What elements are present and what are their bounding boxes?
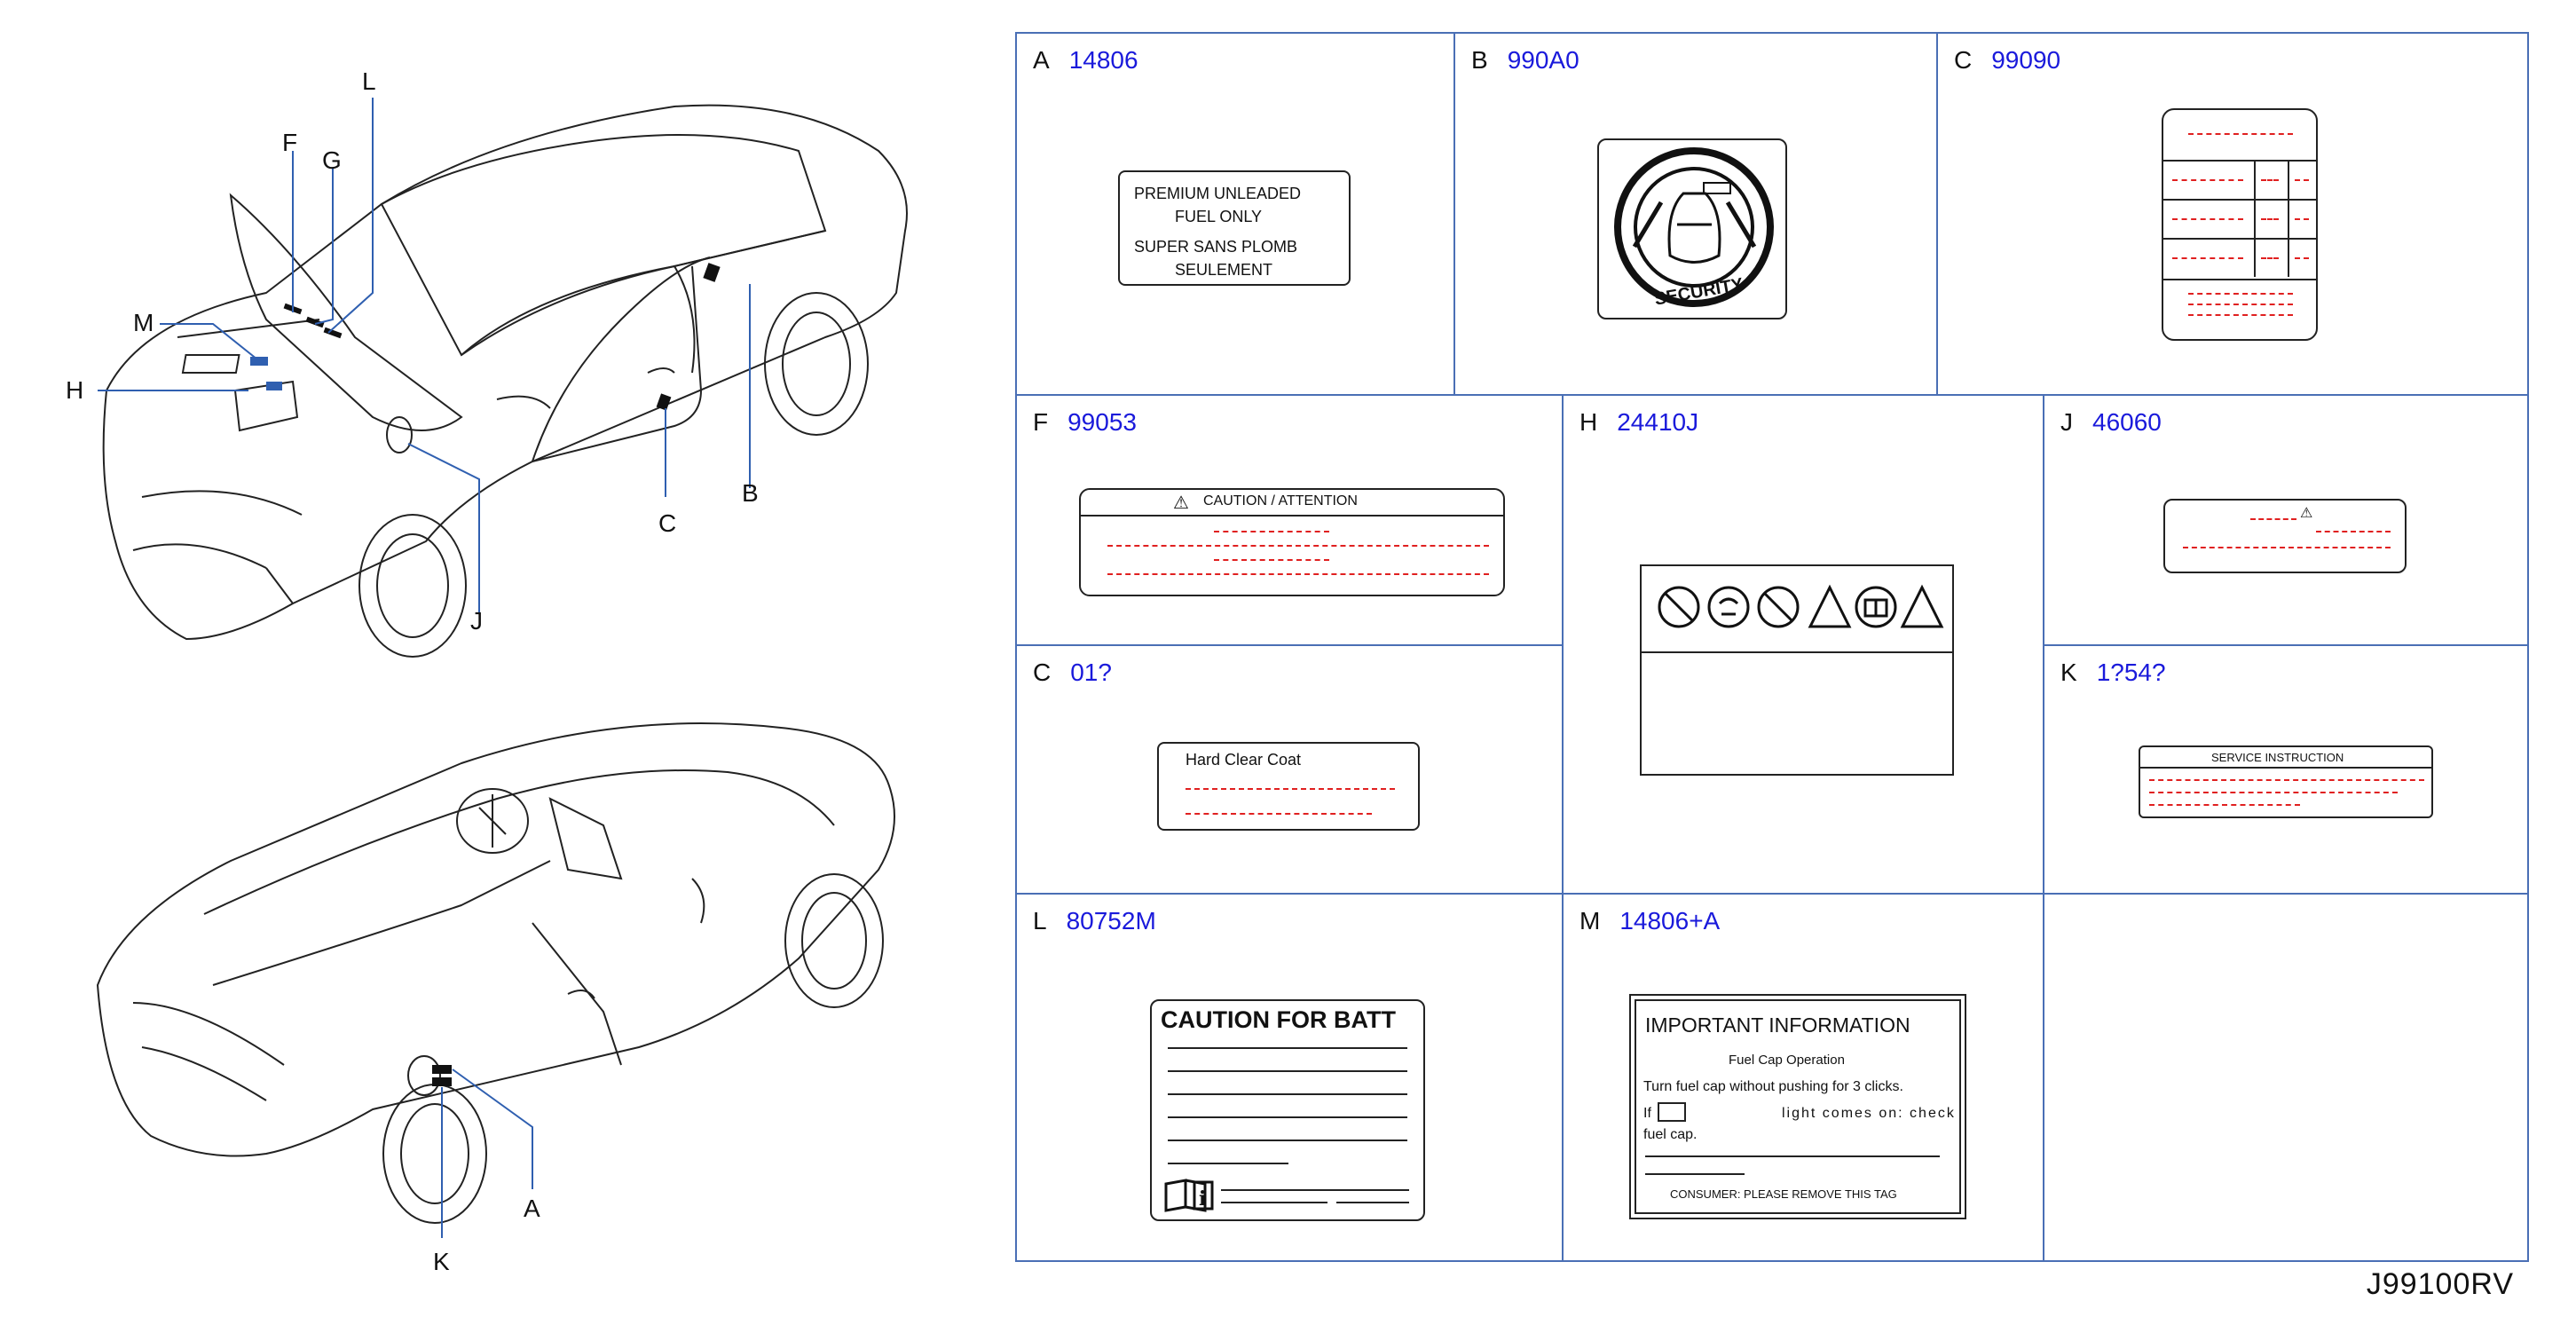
fuel-label: PREMIUM UNLEADED FUEL ONLY SUPER SANS PL… [1118,170,1351,286]
tire-pressure-label [2162,108,2318,341]
hard-clear-coat-label: Hard Clear Coat [1157,742,1420,831]
security-emblem-icon [1614,147,1774,307]
security-label: SECURITY [1597,138,1787,319]
callout-G: G [322,146,342,174]
warning-small-icon: ⚠ [2300,506,2313,521]
caution-battery-label: CAUTION FOR BATT i [1150,999,1425,1221]
label-marker-C [656,393,672,411]
label-marker-B [703,263,721,282]
part-number-C2: 01? [1070,658,1112,686]
part-number-B: 990A0 [1507,46,1579,74]
callout-H: H [66,376,84,404]
open-hood [229,193,463,431]
callout-M: K [433,1248,450,1275]
manual-info-icon: i [1164,1179,1214,1212]
car-diagram [96,98,908,1238]
brake-fluid-label: ⚠ [2163,499,2407,573]
part-number-F: 99053 [1067,408,1137,436]
caution-label: ⚠ CAUTION / ATTENTION [1079,488,1505,596]
cell-empty [2044,895,2529,1262]
warning-pictograms-icon [1658,584,1944,628]
callout-L: M [133,309,154,336]
part-number-A: 14806 [1068,46,1138,74]
callout-A: A [524,1195,540,1222]
callout-F: F [282,129,298,156]
service-instruction-label: SERVICE INSTRUCTION [2139,745,2433,818]
callout-B: B [742,479,759,507]
diagram-code: J99100RV [2366,1267,2514,1301]
battery-warning-label [1640,564,1954,776]
label-marker-A [432,1065,452,1074]
important-information-tag: IMPORTANT INFORMATION Fuel Cap Operation… [1629,994,1966,1219]
warning-triangle-icon: ⚠ [1173,493,1189,513]
svg-text:i: i [1199,1187,1206,1211]
callout-J: J [470,607,483,635]
part-number-C: 99090 [1991,46,2061,74]
callout-K: L [362,67,376,95]
part-number-M: 14806+A [1619,907,1721,935]
top-car-outline [102,104,908,641]
bottom-car-outline [96,722,895,1157]
part-number-L: 80752M [1066,907,1156,935]
part-number-J: 46060 [2092,408,2162,436]
part-number-H: 24410J [1617,408,1699,436]
label-marker-M [432,1077,452,1086]
part-number-K: 1?54? [2096,658,2166,686]
callout-C: C [658,509,677,537]
